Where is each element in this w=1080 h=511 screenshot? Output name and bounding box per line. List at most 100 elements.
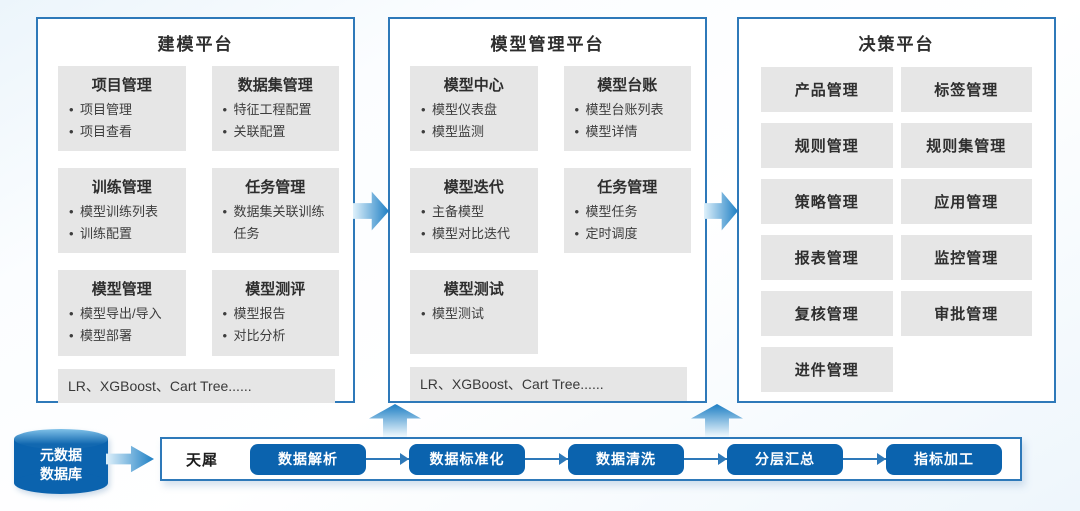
decision-tile: 标签管理: [900, 67, 1032, 112]
feature-card: 任务管理 数据集关联训练任务: [211, 168, 339, 254]
algorithms-bar-modeling: LR、XGBoost、Cart Tree......: [58, 368, 335, 403]
card-list: 特征工程配置关联配置: [220, 99, 332, 143]
card-bullet-item: 模型部署: [66, 325, 178, 347]
tianxi-pipeline: 天犀 数据解析 数据标准化 数据清洗 分层汇总 指标加工: [160, 437, 1022, 481]
metadata-database: 元数据 数据库: [14, 429, 108, 494]
database-label-line2: 数据库: [40, 465, 82, 482]
decision-tile: 应用管理: [900, 179, 1032, 224]
arrow-right-icon: [353, 191, 389, 231]
card-title: 模型中心: [443, 77, 504, 94]
modeling-card-grid: 项目管理 项目管理项目查看 数据集管理 特征工程配置关联配置 训练管理 模型训练…: [38, 64, 353, 356]
pipeline-step-button: 数据解析: [250, 443, 367, 475]
database-label-line1: 元数据: [40, 447, 82, 463]
feature-card: 数据集管理 特征工程配置关联配置: [211, 66, 339, 152]
database-cylinder-bottom: [14, 472, 108, 494]
card-list: 模型训练列表训练配置: [66, 201, 178, 245]
feature-card: 模型台账 模型台账列表模型详情: [563, 66, 691, 152]
card-bullet-item: 训练配置: [66, 223, 178, 245]
card-list: 数据集关联训练任务: [220, 201, 332, 245]
card-title: 模型迭代: [443, 179, 504, 197]
decision-tile-grid: 产品管理 标签管理 规则管理 规则集管理 策略管理 应用管理 报表管理 监控管理…: [739, 64, 1054, 392]
arrow-right-icon: [106, 445, 154, 473]
card-bullet-item: 定时调度: [572, 223, 684, 245]
flow-arrow-icon: [843, 453, 887, 465]
card-list: 模型任务定时调度: [572, 201, 684, 245]
decision-tile: 规则管理: [761, 123, 893, 168]
card-title: 数据集管理: [237, 77, 313, 94]
arrow-up-icon: [691, 404, 743, 437]
card-list: 模型仪表盘模型监测: [418, 99, 530, 143]
card-list: 主备模型模型对比迭代: [418, 201, 530, 245]
pipeline-label: 天犀: [186, 451, 219, 469]
card-bullet-item: 模型对比迭代: [418, 223, 530, 245]
panel-model-management-platform: 模型管理平台 模型中心 模型仪表盘模型监测 模型台账 模型台账列表模型详情 模型…: [388, 17, 707, 403]
feature-card: 模型测试 模型测试: [410, 270, 538, 355]
card-title: 任务管理: [597, 179, 658, 197]
card-bullet-item: 数据集关联训练任务: [220, 201, 332, 245]
pipeline-step: 数据清洗: [525, 439, 685, 479]
pipeline-step: 分层汇总: [684, 439, 844, 479]
arrow-right-icon: [704, 191, 738, 231]
card-title: 模型台账: [597, 77, 658, 94]
pipeline-step: 数据解析: [218, 439, 367, 479]
card-title: 模型管理: [91, 281, 152, 299]
card-title: 模型测试: [443, 281, 504, 299]
card-bullet-item: 项目查看: [66, 121, 178, 143]
flow-arrow-icon: [684, 453, 728, 465]
card-bullet-item: 模型仪表盘: [418, 99, 530, 121]
card-bullet-item: 模型测试: [418, 303, 530, 325]
card-bullet-item: 关联配置: [220, 121, 332, 143]
card-title: 项目管理: [91, 77, 152, 94]
card-list: 模型报告对比分析: [220, 303, 332, 347]
panel-title-modeling: 建模平台: [157, 35, 234, 54]
card-bullet-item: 模型导出/导入: [66, 303, 178, 325]
card-bullet-item: 主备模型: [418, 201, 530, 223]
arrow-up-icon: [369, 404, 421, 437]
card-bullet-item: 模型报告: [220, 303, 332, 325]
decision-tile: 复核管理: [761, 291, 893, 336]
pipeline-step-button: 分层汇总: [727, 443, 844, 475]
card-bullet-item: 对比分析: [220, 325, 332, 347]
pipeline-step-button: 数据标准化: [409, 443, 526, 475]
pipeline-step: 数据标准化: [366, 439, 526, 479]
card-bullet-item: 模型监测: [418, 121, 530, 143]
feature-card: 训练管理 模型训练列表训练配置: [58, 168, 186, 254]
management-card-grid: 模型中心 模型仪表盘模型监测 模型台账 模型台账列表模型详情 模型迭代 主备模型…: [390, 64, 705, 355]
panel-title-management: 模型管理平台: [490, 35, 605, 54]
decision-tile: 监控管理: [900, 235, 1032, 280]
feature-card: 模型中心 模型仪表盘模型监测: [410, 66, 538, 152]
pipeline-step: 指标加工: [843, 439, 1003, 479]
card-list: 模型台账列表模型详情: [572, 99, 684, 143]
decision-tile: 进件管理: [761, 347, 893, 392]
database-cylinder-top: [14, 429, 108, 449]
card-title: 任务管理: [245, 179, 306, 197]
feature-card: 模型迭代 主备模型模型对比迭代: [410, 168, 538, 254]
card-bullet-item: 模型训练列表: [66, 201, 178, 223]
pipeline-step-button: 指标加工: [886, 443, 1003, 475]
database-label: 元数据 数据库: [14, 446, 108, 484]
pipeline-step-button: 数据清洗: [568, 443, 685, 475]
card-title: 训练管理: [91, 179, 152, 197]
panel-title-decision: 决策平台: [858, 35, 935, 54]
feature-card: 项目管理 项目管理项目查看: [58, 66, 186, 152]
card-list: 模型导出/导入模型部署: [66, 303, 178, 347]
card-bullet-item: 模型详情: [572, 121, 684, 143]
feature-card: 模型管理 模型导出/导入模型部署: [58, 270, 186, 356]
card-bullet-item: 特征工程配置: [220, 99, 332, 121]
card-bullet-item: 项目管理: [66, 99, 178, 121]
flow-arrow-icon: [525, 453, 569, 465]
card-title: 模型测评: [245, 281, 306, 299]
card-bullet-item: 模型台账列表: [572, 99, 684, 121]
card-bullet-item: 模型任务: [572, 201, 684, 223]
decision-tile: 审批管理: [900, 291, 1032, 336]
decision-tile: 规则集管理: [900, 123, 1032, 168]
panel-modeling-platform: 建模平台 项目管理 项目管理项目查看 数据集管理 特征工程配置关联配置 训练管理…: [36, 17, 355, 403]
decision-tile: 报表管理: [761, 235, 893, 280]
flow-arrow-icon: [366, 453, 410, 465]
feature-card: 模型测评 模型报告对比分析: [211, 270, 339, 356]
decision-tile: 策略管理: [761, 179, 893, 224]
card-list: 模型测试: [418, 303, 530, 325]
feature-card: 任务管理 模型任务定时调度: [563, 168, 691, 254]
decision-tile: 产品管理: [761, 67, 893, 112]
panel-decision-platform: 决策平台 产品管理 标签管理 规则管理 规则集管理 策略管理 应用管理 报表管理…: [737, 17, 1056, 403]
